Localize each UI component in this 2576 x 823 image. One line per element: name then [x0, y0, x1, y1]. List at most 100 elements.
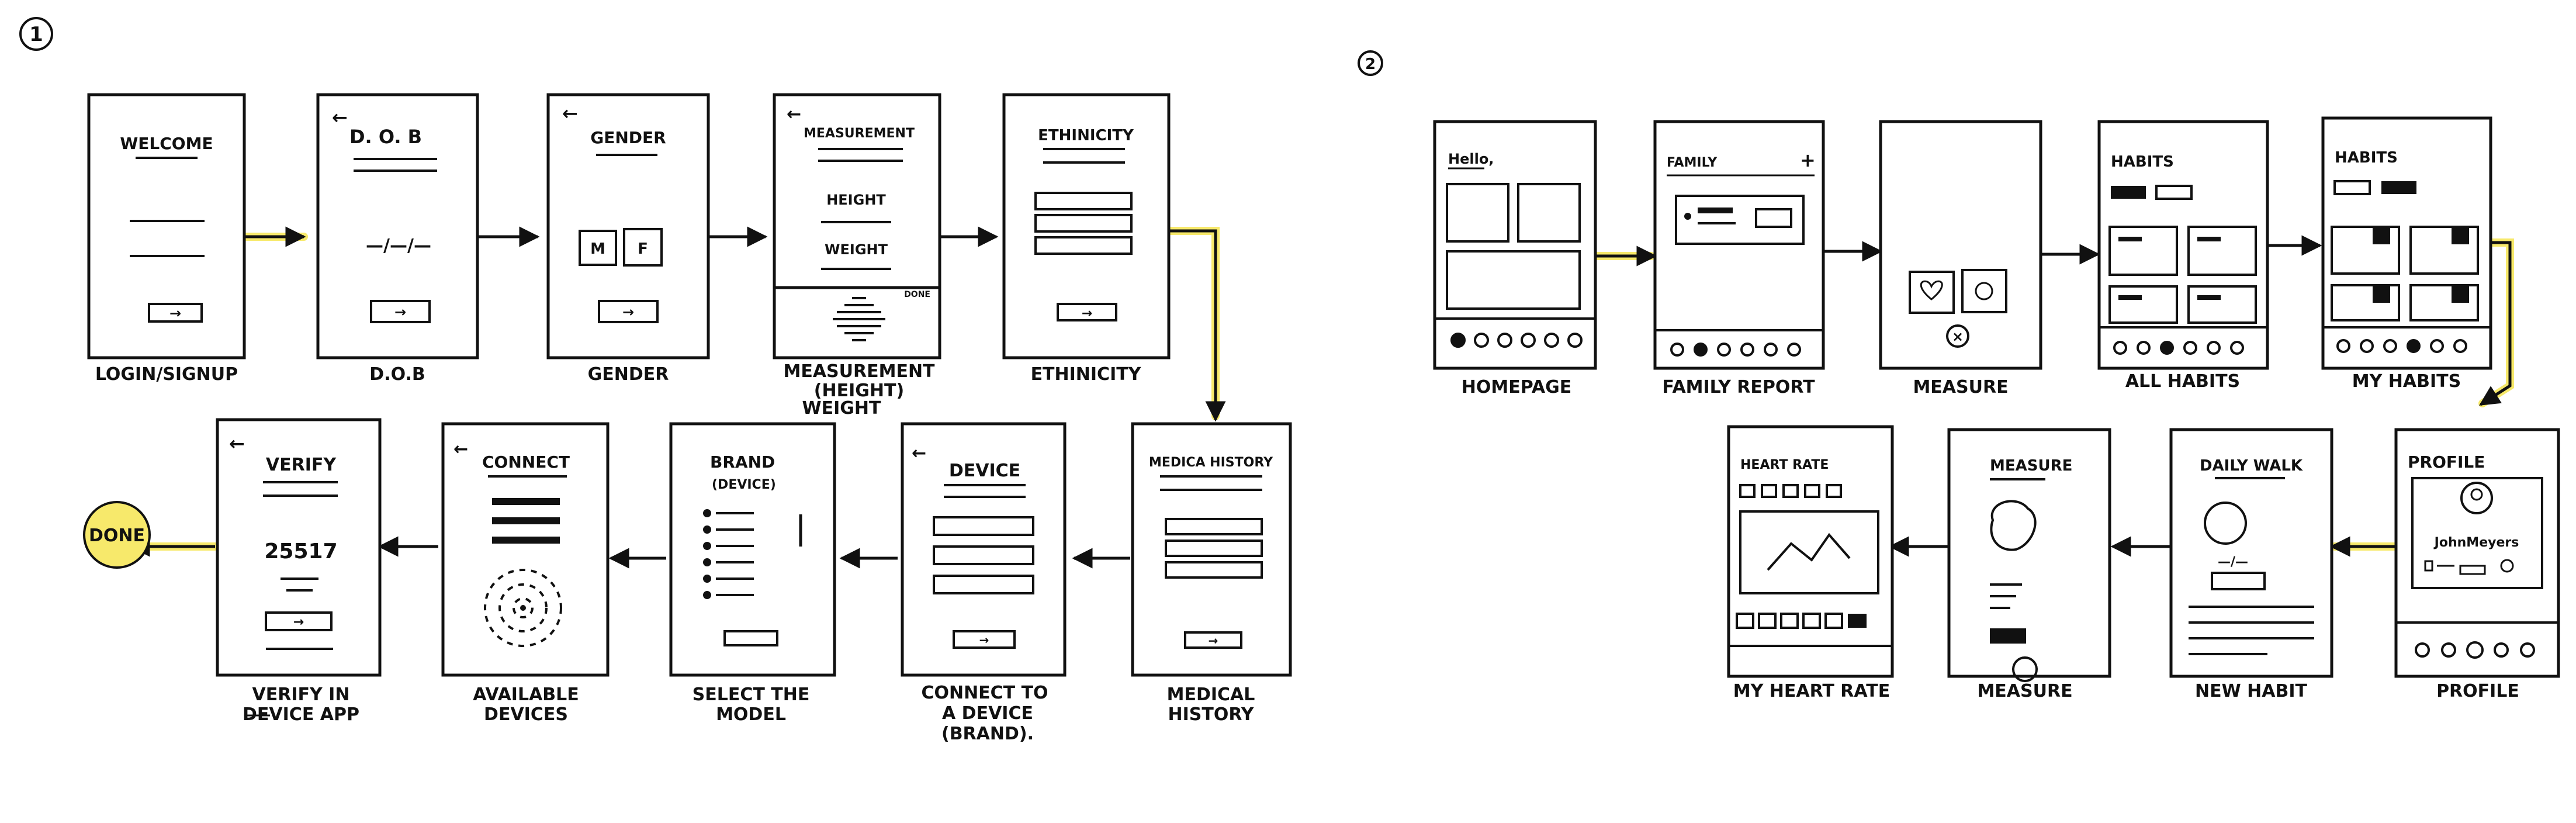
- bottom-nav: [2336, 339, 2467, 353]
- screen-title: MEDICA HISTORY: [1149, 455, 1273, 470]
- screen-measurement: ← MEASUREMENT HEIGHT WEIGHT DONE MEASURE…: [773, 93, 941, 419]
- screen-caption: ALL HABITS: [2125, 371, 2240, 392]
- screen-caption: MEASURE: [1977, 681, 2072, 701]
- screen-caption: ETHINICITY: [1031, 364, 1142, 385]
- next-button: [370, 300, 431, 323]
- gender-option-female: [623, 228, 663, 267]
- screen-title: HABITS: [2335, 149, 2398, 167]
- user-name: JohnMeyers: [2433, 535, 2519, 550]
- svg-text:→: →: [1082, 306, 1092, 321]
- screen-my-habits: HABITS MY HABITS: [2321, 116, 2492, 392]
- bottom-nav: [1450, 333, 1583, 348]
- next-button: [148, 303, 203, 323]
- screen-title: WELCOME: [120, 134, 213, 153]
- screen-caption: MY HABITS: [2352, 371, 2461, 392]
- screen-caption: MEDICAL: [1167, 684, 1255, 705]
- screen-caption: MEASUREMENT: [783, 361, 935, 382]
- screen-welcome: WELCOME → LOGIN/SIGNUP: [87, 93, 246, 385]
- heart-icon: [1920, 280, 1943, 300]
- svg-text:←: ←: [787, 104, 801, 125]
- svg-text:(BRAND).: (BRAND).: [941, 724, 1034, 744]
- next-button: [1184, 631, 1242, 649]
- flow-number-badge: 1: [19, 17, 53, 51]
- screen-measure-2: MEASURE MEASURE: [1947, 428, 2111, 701]
- svg-text:—/—: —/—: [2218, 555, 2248, 569]
- next-button: [1057, 303, 1117, 321]
- flow-1: 1 DONE WELCOME: [19, 17, 1292, 744]
- screen-title: DEVICE: [949, 461, 1020, 481]
- measurement-picker-wheel: [833, 297, 885, 341]
- screen-verify: ← VERIFY 25517 → VERIFY IN DEVICE APP: [216, 418, 382, 725]
- svg-text:HEIGHT: HEIGHT: [826, 192, 886, 208]
- svg-text:MODEL: MODEL: [716, 704, 786, 725]
- screen-caption: D.O.B: [369, 364, 425, 385]
- screen-title: FAMILY: [1667, 155, 1718, 170]
- screen-caption: SELECT THE: [693, 684, 810, 705]
- screen-caption: LOGIN/SIGNUP: [95, 364, 238, 385]
- svg-text:1: 1: [29, 23, 43, 46]
- svg-text:DONE: DONE: [89, 525, 145, 546]
- screen-caption: GENDER: [588, 364, 669, 385]
- screen-new-habit: DAILY WALK —/— NEW HABIT: [2169, 428, 2333, 701]
- screen-dob: ← D. O. B —/—/— → D.O.B: [316, 93, 479, 385]
- screen-title: PROFILE: [2408, 452, 2485, 472]
- screen-caption: MY HEART RATE: [1733, 681, 1890, 701]
- screen-title: GENDER: [590, 128, 666, 147]
- next-button: [265, 611, 333, 631]
- screen-gender: ← GENDER M F → GENDER: [546, 93, 710, 385]
- screen-device: ← DEVICE → CONNECT TO A DEVICE (BRAND).: [901, 422, 1067, 744]
- bottom-nav: [2415, 641, 2535, 659]
- next-button: [723, 630, 778, 646]
- screen-title: MEASUREMENT: [804, 126, 915, 141]
- svg-text:DEVICES: DEVICES: [484, 704, 568, 725]
- next-button: [598, 300, 659, 323]
- svg-text:2: 2: [1365, 56, 1376, 73]
- avatar: [2460, 482, 2493, 514]
- svg-text:→: →: [169, 305, 181, 321]
- svg-text:HISTORY: HISTORY: [1168, 704, 1254, 725]
- svg-text:←: ←: [912, 443, 926, 464]
- screen-title: HEART RATE: [1740, 458, 1829, 472]
- svg-text:→: →: [394, 304, 406, 320]
- svg-text:←: ←: [453, 439, 468, 459]
- screen-title: MEASURE: [1990, 457, 2072, 475]
- screen-caption: FAMILY REPORT: [1662, 377, 1815, 397]
- screen-connect: ← CONNECT AVAILABLE DEVICES: [441, 422, 610, 725]
- svg-text:WEIGHT: WEIGHT: [802, 398, 881, 419]
- svg-text:WEIGHT: WEIGHT: [825, 241, 888, 258]
- screen-measure-1: × MEASURE: [1879, 120, 2042, 397]
- model-list: [703, 509, 802, 599]
- screen-title: ETHINICITY: [1038, 127, 1134, 144]
- svg-text:M: M: [590, 240, 605, 258]
- screen-caption: PROFILE: [2436, 681, 2519, 701]
- bottom-nav: [1670, 343, 1801, 357]
- screen-caption: HOMEPAGE: [1462, 377, 1572, 397]
- screen-caption: CONNECT TO: [921, 683, 1048, 703]
- screen-all-habits: HABITS ALL HABITS: [2097, 120, 2269, 392]
- svg-text:→: →: [293, 615, 304, 630]
- scanning-radar: [484, 569, 562, 647]
- svg-text:→: →: [979, 633, 989, 647]
- screen-homepage: Hello, HOMEPAGE: [1433, 120, 1597, 397]
- screen-caption: VERIFY IN: [252, 684, 350, 705]
- done-end-node: DONE: [83, 501, 151, 569]
- svg-text:←: ←: [332, 106, 348, 129]
- habit-grid: [2108, 226, 2257, 324]
- screen-caption: MEASURE: [1913, 377, 2008, 397]
- screen-brand: BRAND (DEVICE) SELECT THE MODEL: [669, 422, 836, 725]
- screen-heart-rate: HEART RATE MY HEART RATE: [1727, 425, 1894, 701]
- screen-title: D. O. B: [349, 126, 422, 148]
- next-button: [953, 630, 1016, 649]
- bottom-nav: [2113, 341, 2244, 355]
- screen-profile: PROFILE JohnMeyers PROFILE: [2394, 428, 2560, 701]
- flow-number-badge: 2: [1358, 50, 1383, 76]
- svg-text:→: →: [622, 304, 634, 320]
- screen-title: Hello,: [1448, 151, 1494, 167]
- screen-caption: NEW HABIT: [2195, 681, 2307, 701]
- screen-title: BRAND: [710, 452, 775, 472]
- close-icon: [1946, 324, 1969, 348]
- svg-text:A DEVICE: A DEVICE: [942, 703, 1033, 724]
- screen-ethnicity: ETHINICITY → ETHINICITY: [1002, 93, 1171, 385]
- gauge-icon: [1975, 282, 1993, 300]
